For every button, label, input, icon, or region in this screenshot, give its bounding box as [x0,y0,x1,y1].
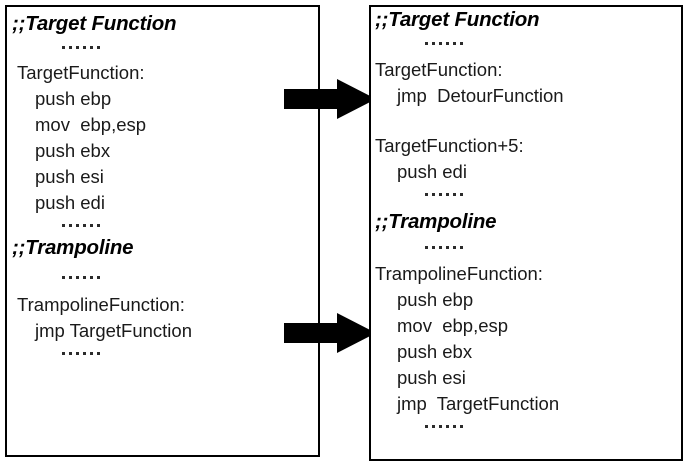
transform-arrow-target [284,79,376,119]
before-instruction-push-ebp: push ebp [35,88,112,109]
transform-arrow-trampoline [284,313,376,353]
after-instruction-push-esi: push esi [397,367,466,388]
after-heading-target-function: ;;Target Function [375,8,540,31]
after-instruction-push-edi: push edi [397,161,467,182]
after-ellipsis-3 [425,246,463,249]
right-arrow-icon [284,313,376,353]
before-instruction-jmp-target-function: jmp TargetFunction [35,320,192,341]
before-label-target-function: TargetFunction: [17,62,145,83]
before-heading-trampoline: ;;Trampoline [12,236,134,259]
before-instruction-push-edi: push edi [35,192,105,213]
after-ellipsis-1 [425,42,463,45]
after-instruction-push-ebx: push ebx [397,341,473,362]
after-instruction-jmp-detour-function: jmp DetourFunction [397,85,564,106]
before-ellipsis-2 [62,224,100,227]
after-instruction-mov-ebp-esp: mov ebp,esp [397,315,509,336]
before-ellipsis-1 [62,46,100,49]
after-instruction-jmp-target-function: jmp TargetFunction [397,393,560,414]
after-label-trampoline-function: TrampolineFunction: [375,263,543,284]
after-label-target-function: TargetFunction: [375,59,503,80]
before-label-trampoline-function: TrampolineFunction: [17,294,185,315]
before-instruction-push-ebx: push ebx [35,140,111,161]
right-arrow-icon [284,79,376,119]
before-instruction-mov-ebp-esp: mov ebp,esp [35,114,147,135]
after-hook-panel [369,5,683,461]
before-heading-target-function: ;;Target Function [12,12,177,35]
after-heading-trampoline: ;;Trampoline [375,210,497,233]
before-hook-panel [5,5,320,457]
before-instruction-push-esi: push esi [35,166,104,187]
after-ellipsis-2 [425,193,463,196]
after-instruction-push-ebp: push ebp [397,289,474,310]
before-ellipsis-4 [62,352,100,355]
after-label-target-function-plus5: TargetFunction+5: [375,135,524,156]
before-ellipsis-3 [62,276,100,279]
after-ellipsis-4 [425,425,463,428]
